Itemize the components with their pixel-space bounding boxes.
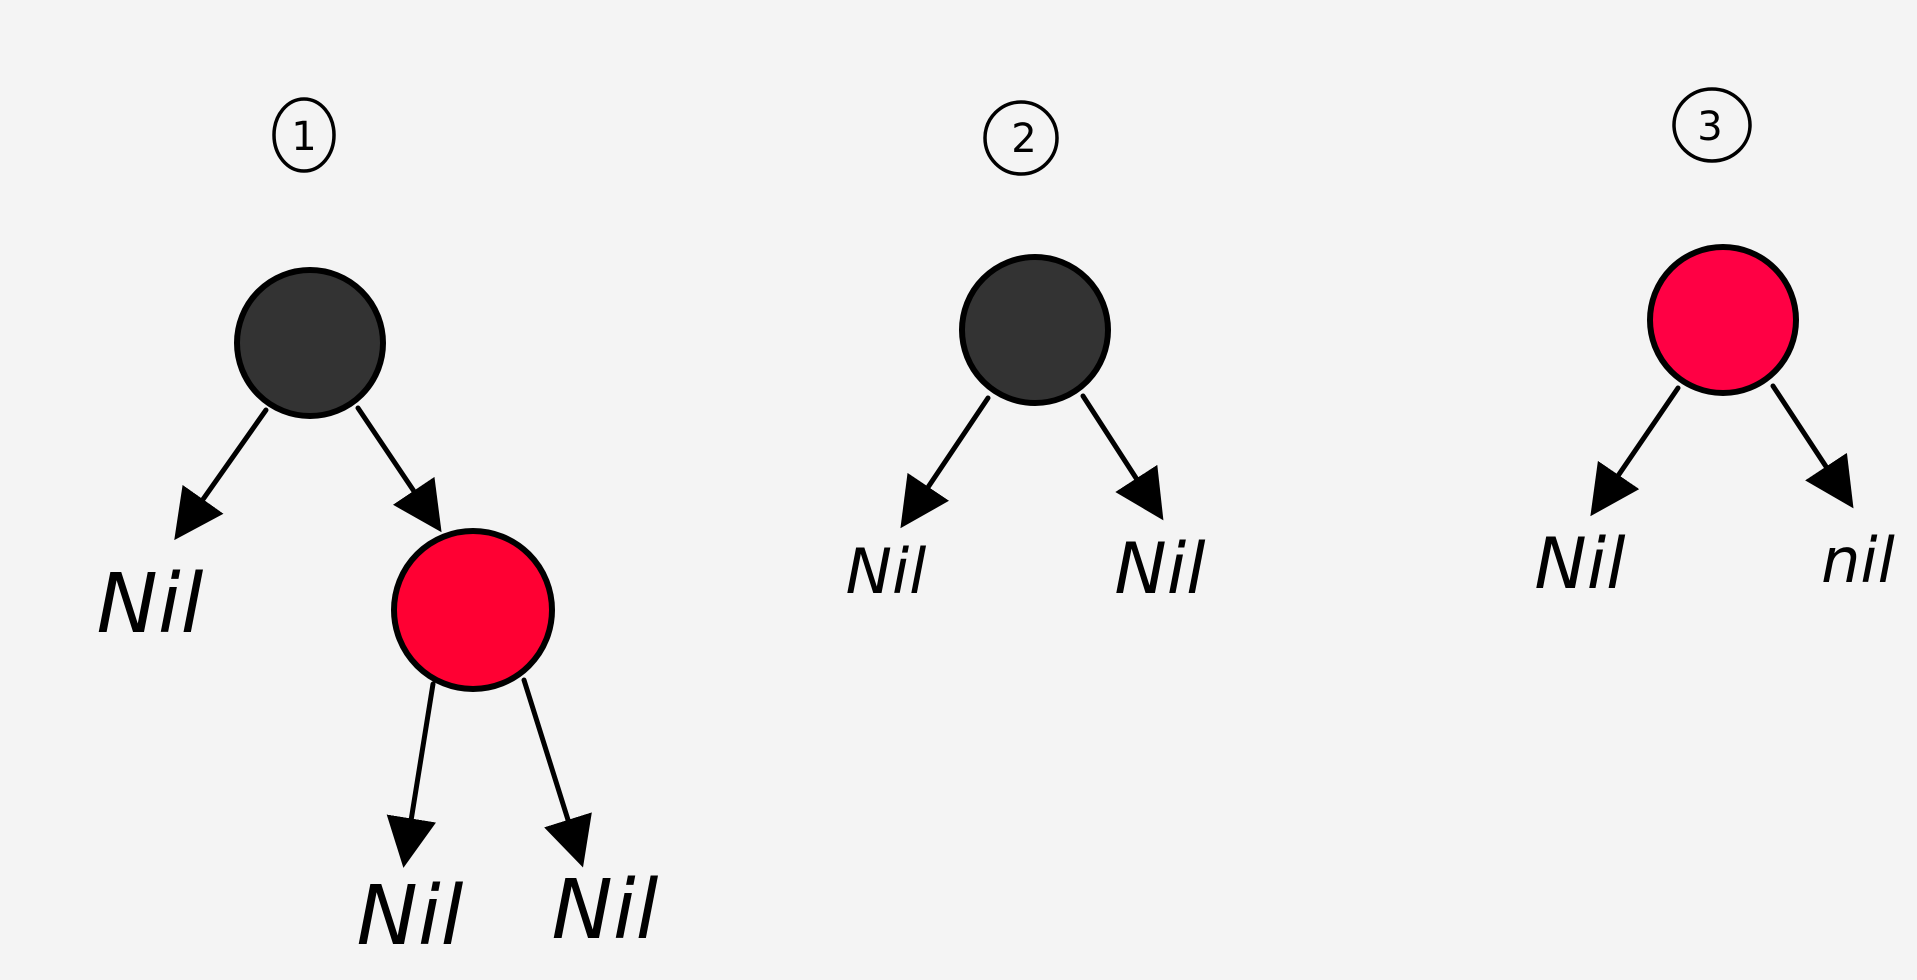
black-node-root bbox=[234, 267, 386, 419]
edge-root-right bbox=[1080, 393, 1164, 521]
edge-child-right bbox=[521, 677, 592, 868]
nil-label: Nil bbox=[1114, 528, 1206, 610]
nil-label: Nil bbox=[846, 535, 927, 608]
edge-root-left bbox=[174, 407, 269, 541]
edge-root-left bbox=[900, 395, 991, 529]
red-node-root bbox=[1647, 244, 1799, 396]
diagram-3-number-circle bbox=[1672, 87, 1752, 163]
diagram-2-number: 2 bbox=[1011, 116, 1036, 162]
red-node-child bbox=[391, 528, 555, 692]
nil-label: Nil bbox=[1534, 523, 1626, 605]
diagram-1-number: 1 bbox=[291, 114, 316, 160]
black-node-root bbox=[959, 254, 1111, 406]
nil-label: Nil bbox=[97, 557, 204, 652]
nil-label: Nil bbox=[552, 863, 659, 958]
nil-label: nil bbox=[1821, 524, 1895, 597]
edge-root-right bbox=[355, 405, 442, 533]
diagram-3: 3 Nil nil bbox=[1534, 87, 1895, 605]
diagram-1-number-circle bbox=[272, 97, 336, 173]
diagram-1: 1 Nil Nil Nil bbox=[97, 97, 659, 964]
diagram-3-number: 3 bbox=[1697, 104, 1722, 150]
edge-child-left bbox=[386, 681, 437, 868]
diagram-2-number-circle bbox=[983, 100, 1059, 176]
edge-root-left bbox=[1590, 385, 1681, 517]
edge-root-right bbox=[1770, 383, 1854, 509]
diagram-2: 2 Nil Nil bbox=[846, 100, 1206, 610]
nil-label: Nil bbox=[357, 869, 464, 964]
